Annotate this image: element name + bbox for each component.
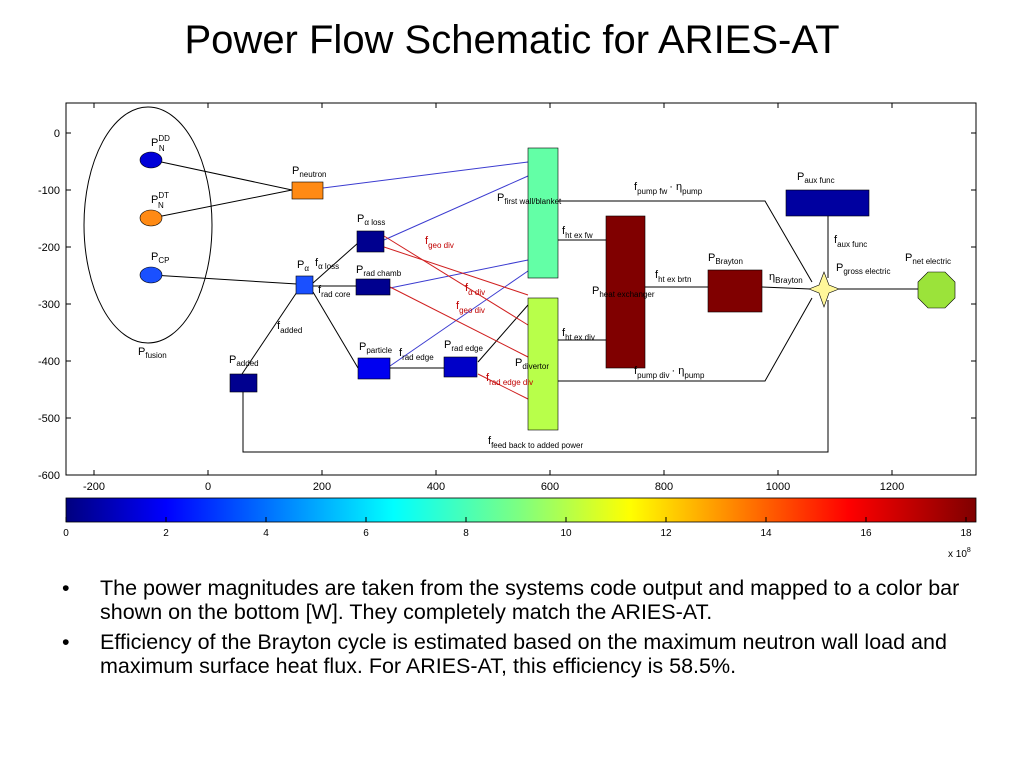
colorbar-tick-label: 0: [63, 528, 69, 539]
label-p-brayton: PBrayton: [708, 252, 743, 266]
label-p-divertor: Pdivertor: [515, 357, 549, 371]
p-alpha-loss-box: [356, 230, 385, 253]
label-f-rad-edge: frad edge: [399, 347, 434, 362]
colorbar-tick-label: 14: [760, 528, 772, 539]
label-p-rad-chamb: Prad chamb: [356, 264, 402, 278]
p-heat-exchanger-box: [605, 215, 646, 369]
colorbar-tick-label: 8: [463, 528, 469, 539]
y-axis: 0 -100 -200 -300 -400 -500 -600: [38, 128, 976, 482]
x-tick-label: -200: [83, 481, 105, 493]
bullet-text: The power magnitudes are taken from the …: [100, 576, 960, 624]
x-tick-label: 600: [541, 481, 559, 493]
colorbar-tick-label: 6: [363, 528, 369, 539]
x-tick-label: 800: [655, 481, 673, 493]
label-p-particle: Pparticle: [359, 341, 393, 355]
black-flow-lines: [151, 159, 918, 453]
p-aux-func-box: [785, 189, 870, 217]
colorbar-ticks: 0 2 4 6 8 10 12 14 16 18: [63, 517, 972, 539]
label-f-pump-div: fpump div· ηpump: [634, 365, 705, 380]
bullet-text: Efficiency of the Brayton cycle is estim…: [100, 630, 947, 678]
x-tick-label: 400: [427, 481, 445, 493]
colorbar-tick-label: 18: [960, 528, 972, 539]
label-p-gross-electric: Pgross electric: [836, 262, 890, 276]
label-f-geo-div-1: fgeo div: [425, 235, 454, 250]
p-alpha-box: [295, 275, 314, 295]
label-f-alpha-div: fα div: [465, 282, 485, 297]
x-tick-label: 0: [205, 481, 211, 493]
y-tick-label: -400: [38, 356, 60, 368]
x-tick-label: 1200: [880, 481, 904, 493]
p-net-electric-octagon: [917, 271, 956, 309]
colorbar-tick-label: 16: [860, 528, 872, 539]
label-f-pump-fw: fpump fw· ηpump: [634, 181, 703, 196]
y-tick-label: -200: [38, 242, 60, 254]
label-f-geo-div-2: fgeo div: [456, 300, 485, 315]
label-p-cp: PCP: [151, 251, 169, 265]
label-p-heat-exchanger: Pheat exchanger: [592, 285, 655, 299]
pn-dt-node: [139, 209, 163, 227]
label-p-added: Padded: [229, 354, 259, 368]
x-tick-label: 1000: [766, 481, 790, 493]
label-p-first-wall: Pfirst wall/blanket: [497, 192, 562, 206]
bullet-item: •Efficiency of the Brayton cycle is esti…: [62, 630, 947, 678]
y-tick-label: 0: [54, 128, 60, 140]
label-f-aux-func: faux func: [834, 234, 867, 249]
colorbar-tick-label: 4: [263, 528, 269, 539]
label-f-rad-core: frad core: [318, 284, 351, 299]
y-tick-label: -300: [38, 299, 60, 311]
p-neutron-box: [291, 181, 324, 200]
label-p-rad-edge: Prad edge: [444, 339, 483, 353]
y-tick-label: -500: [38, 413, 60, 425]
colorbar-tick-label: 10: [560, 528, 572, 539]
colorbar-tick-label: 2: [163, 528, 169, 539]
label-f-added: fadded: [277, 320, 302, 335]
bullet-list: •The power magnitudes are taken from the…: [62, 576, 982, 684]
label-f-ht-ex-div: fht ex div: [562, 327, 595, 342]
p-rad-edge-box: [443, 356, 478, 378]
colorbar-tick-label: 12: [660, 528, 672, 539]
label-f-feed-back: ffeed back to added power: [488, 435, 583, 450]
label-f-alpha-loss: fα loss: [315, 257, 339, 271]
label-f-ht-ex-fw: fht ex fw: [562, 225, 593, 240]
label-p-aux-func: Paux func: [797, 171, 835, 185]
p-first-wall-box: [527, 147, 559, 279]
label-f-ht-ex-brtn: fht ex brtn: [655, 269, 691, 284]
label-p-fusion: Pfusion: [138, 346, 167, 360]
label-eta-brayton: ηBrayton: [769, 271, 803, 285]
p-gross-electric-star: [808, 271, 840, 308]
fusion-region-ellipse: [83, 106, 213, 344]
power-flow-diagram: -200 0 200 400 600 800 1000 1200 0 -100 -200 -300 -…: [38, 102, 977, 560]
page-title: Power Flow Schematic for ARIES-AT: [184, 18, 840, 62]
pn-dd-node: [139, 151, 163, 169]
label-p-neutron: Pneutron: [292, 165, 326, 179]
p-brayton-box: [707, 269, 763, 313]
y-tick-label: -600: [38, 470, 60, 482]
x-tick-label: 200: [313, 481, 331, 493]
bullet-item: •The power magnitudes are taken from the…: [62, 576, 960, 624]
x-axis: -200 0 200 400 600 800 1000 1200: [83, 103, 904, 493]
label-f-rad-edge-div: frad edge div: [486, 372, 533, 387]
p-cp-node: [139, 266, 163, 284]
red-flow-lines: [383, 235, 529, 400]
label-p-net-electric: Pnet electric: [905, 252, 951, 266]
label-p-alpha: Pα: [297, 259, 309, 273]
label-p-alpha-loss: Pα loss: [357, 213, 385, 227]
p-rad-chamb-box: [355, 278, 391, 296]
colorbar: [65, 497, 977, 523]
p-added-box: [229, 373, 258, 393]
p-particle-box: [357, 357, 391, 380]
p-divertor-box: [527, 297, 559, 431]
y-tick-label: -100: [38, 185, 60, 197]
colorbar-exponent: x 108: [948, 547, 971, 560]
